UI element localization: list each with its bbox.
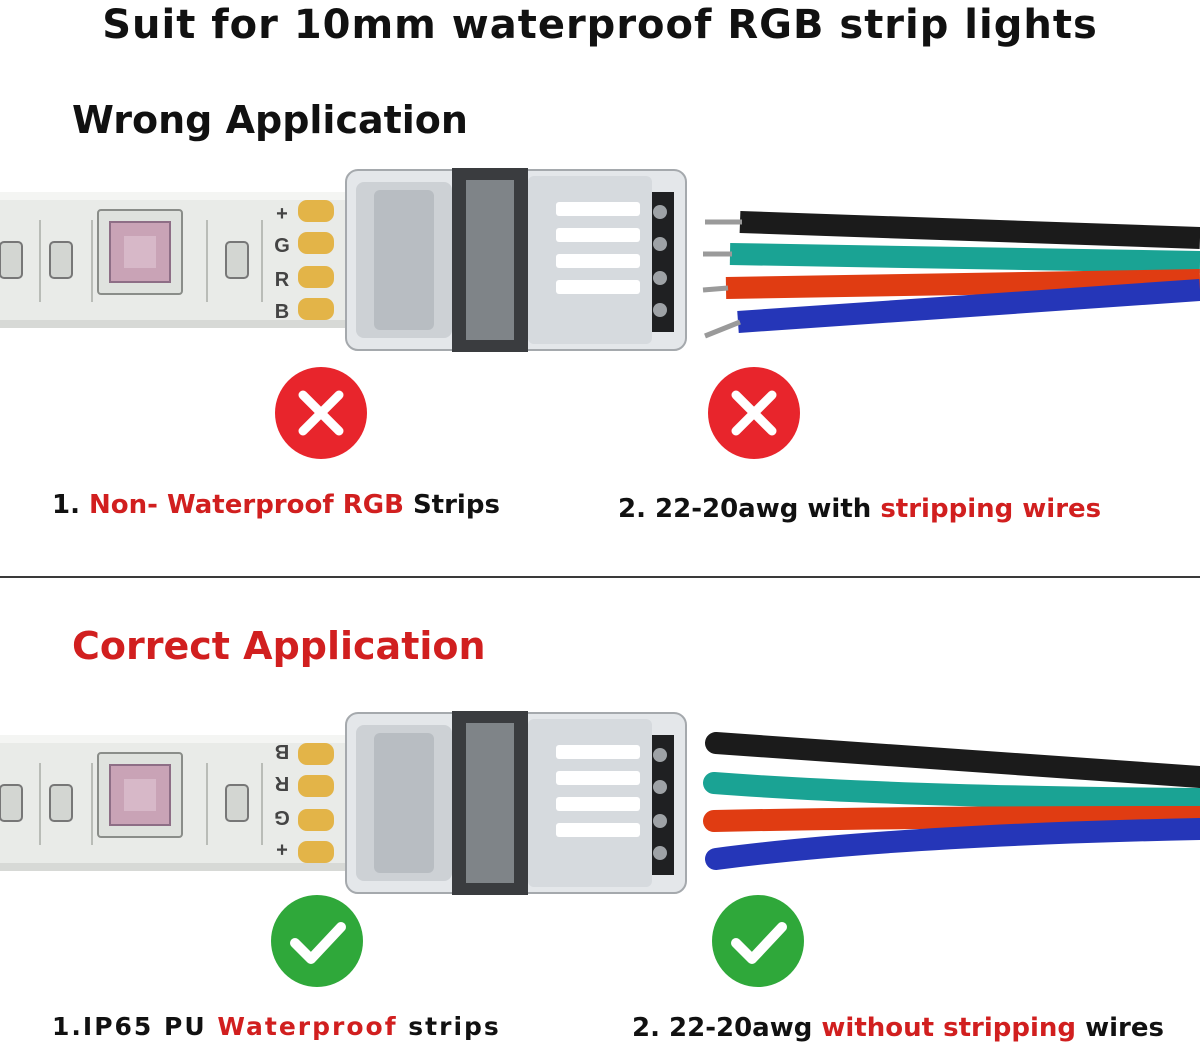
correct-caption-strips: 1.IP65 PU Waterproof strips [52,1012,501,1041]
wrong-caption-strips: 1. Non- Waterproof RGB Strips [52,490,500,520]
caption-highlight: without stripping [821,1013,1077,1043]
correct-application-heading: Correct Application [72,624,486,668]
strip-pin-label: G [274,806,290,828]
correct-illustration: B R G + [0,711,1200,895]
page-title: Suit for 10mm waterproof RGB strip light… [102,2,1098,48]
correct-caption-wires: 2. 22-20awg without stripping wires [632,1013,1164,1043]
caption-prefix: 1.IP65 PU [52,1012,218,1041]
caption-suffix: Strips [403,490,500,520]
check-icon [712,895,804,987]
section-divider [0,576,1200,578]
caption-highlight: Waterproof [217,1012,398,1041]
caption-suffix: wires [1076,1013,1164,1043]
stripped-wires [702,211,1200,339]
strip-pin-label: B [275,740,289,762]
strip-pin-label: + [276,203,288,225]
strip-pin-label: R [275,269,290,291]
rgb-led-chip [97,752,183,838]
strip-pin-label: R [274,772,289,794]
strip-connector [345,168,687,352]
check-icon [271,895,363,987]
caption-prefix: 2. 22-20awg with [618,494,881,524]
strip-pin-label: + [276,838,288,860]
caption-prefix: 2. 22-20awg [632,1013,822,1043]
wrong-application-heading: Wrong Application [72,98,468,142]
unstripped-wires [703,732,1200,870]
caption-suffix: strips [397,1012,501,1041]
strip-pin-label: G [274,235,290,257]
caption-prefix: 1. [52,490,90,520]
wrong-illustration: + G R B [0,168,1200,352]
rgb-led-chip [97,209,183,295]
led-strip: + G R B [0,192,350,328]
strip-pin-label: B [275,301,289,323]
caption-highlight: stripping wires [880,494,1102,524]
wrong-caption-wires: 2. 22-20awg with stripping wires [618,494,1101,524]
cross-icon [275,367,367,459]
strip-connector [345,711,687,895]
caption-highlight: Non- Waterproof RGB [89,490,404,520]
led-strip: B R G + [0,735,350,871]
cross-icon [708,367,800,459]
